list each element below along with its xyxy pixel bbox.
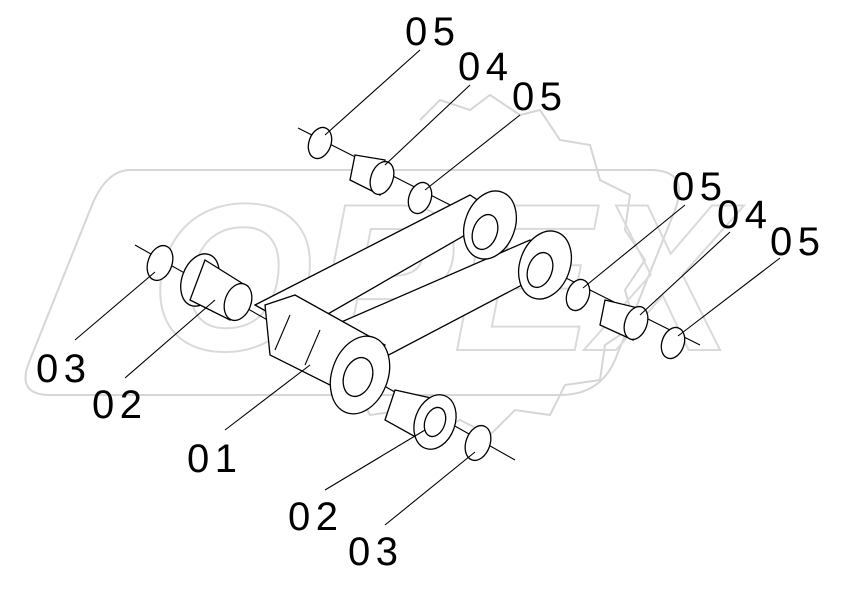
part-03-left (146, 244, 174, 282)
part-02-left (180, 253, 253, 322)
label-04: 04 (717, 193, 767, 237)
label-05: 05 (770, 220, 820, 264)
label-05: 05 (512, 75, 562, 119)
label-05: 05 (405, 10, 455, 54)
part-02-bottom (384, 389, 457, 450)
part-05-top-b (407, 181, 433, 215)
part-03-bottom (464, 424, 492, 462)
leader-lines (74, 49, 781, 526)
label-01: 01 (187, 437, 237, 481)
label-03: 03 (36, 347, 86, 391)
label-03: 03 (348, 530, 398, 574)
part-04-right (599, 299, 649, 341)
label-04: 04 (458, 45, 508, 89)
label-02: 02 (92, 383, 142, 427)
part-05-top-a (307, 126, 333, 160)
part-01-tube (264, 294, 391, 415)
part-04-top (349, 154, 395, 196)
label-02: 02 (288, 495, 338, 539)
